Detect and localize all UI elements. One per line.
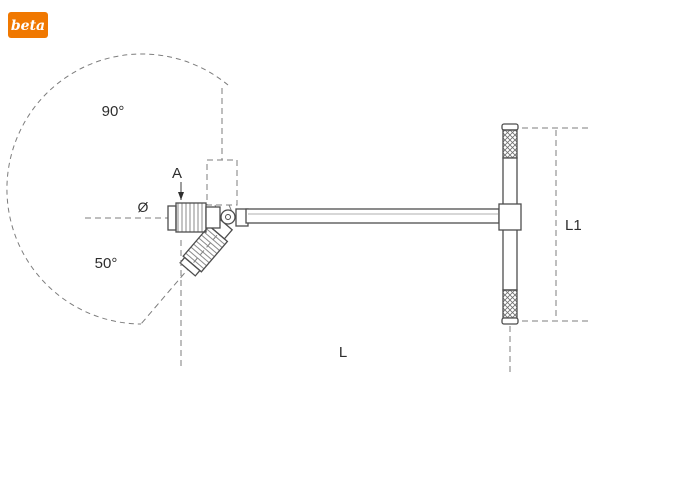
dimension-A-label: A xyxy=(172,165,182,182)
diameter-symbol: Ø xyxy=(138,199,149,215)
ghost-socket-outline xyxy=(206,159,238,206)
joint-fork-socket-side xyxy=(205,206,221,229)
ghost-fork-right xyxy=(228,204,233,213)
ghost-socket-90deg xyxy=(206,159,238,215)
dimension-L: L xyxy=(180,240,511,372)
t-handle xyxy=(498,123,522,325)
beta-logo-text: beta xyxy=(11,18,45,34)
wrench-shaft xyxy=(245,208,500,224)
beta-logo-background xyxy=(8,12,48,38)
swiveled-socket-cap xyxy=(179,256,201,277)
handle-bottom-grip xyxy=(502,289,518,319)
dimension-A: A xyxy=(172,165,184,200)
swivel-arc xyxy=(6,53,229,325)
dimension-L-label: L xyxy=(339,344,347,361)
socket-end-cap xyxy=(167,205,177,231)
beta-logo: beta xyxy=(8,12,48,38)
universal-joint-pin xyxy=(225,214,231,220)
angle-50-label: 50° xyxy=(95,255,118,272)
universal-joint-pivot xyxy=(220,209,236,225)
handle-bottom-cap xyxy=(501,317,519,325)
socket-body xyxy=(175,202,207,233)
angle-90-label: 90° xyxy=(102,103,125,120)
handle-top-cap xyxy=(501,123,519,131)
handle-top-grip xyxy=(502,129,518,159)
socket-assembly xyxy=(167,202,249,233)
handle-shaft-junction xyxy=(498,203,522,231)
dimension-L1-label: L1 xyxy=(565,217,582,234)
dimension-L1: L1 xyxy=(522,127,588,322)
shaft-body xyxy=(245,208,500,224)
